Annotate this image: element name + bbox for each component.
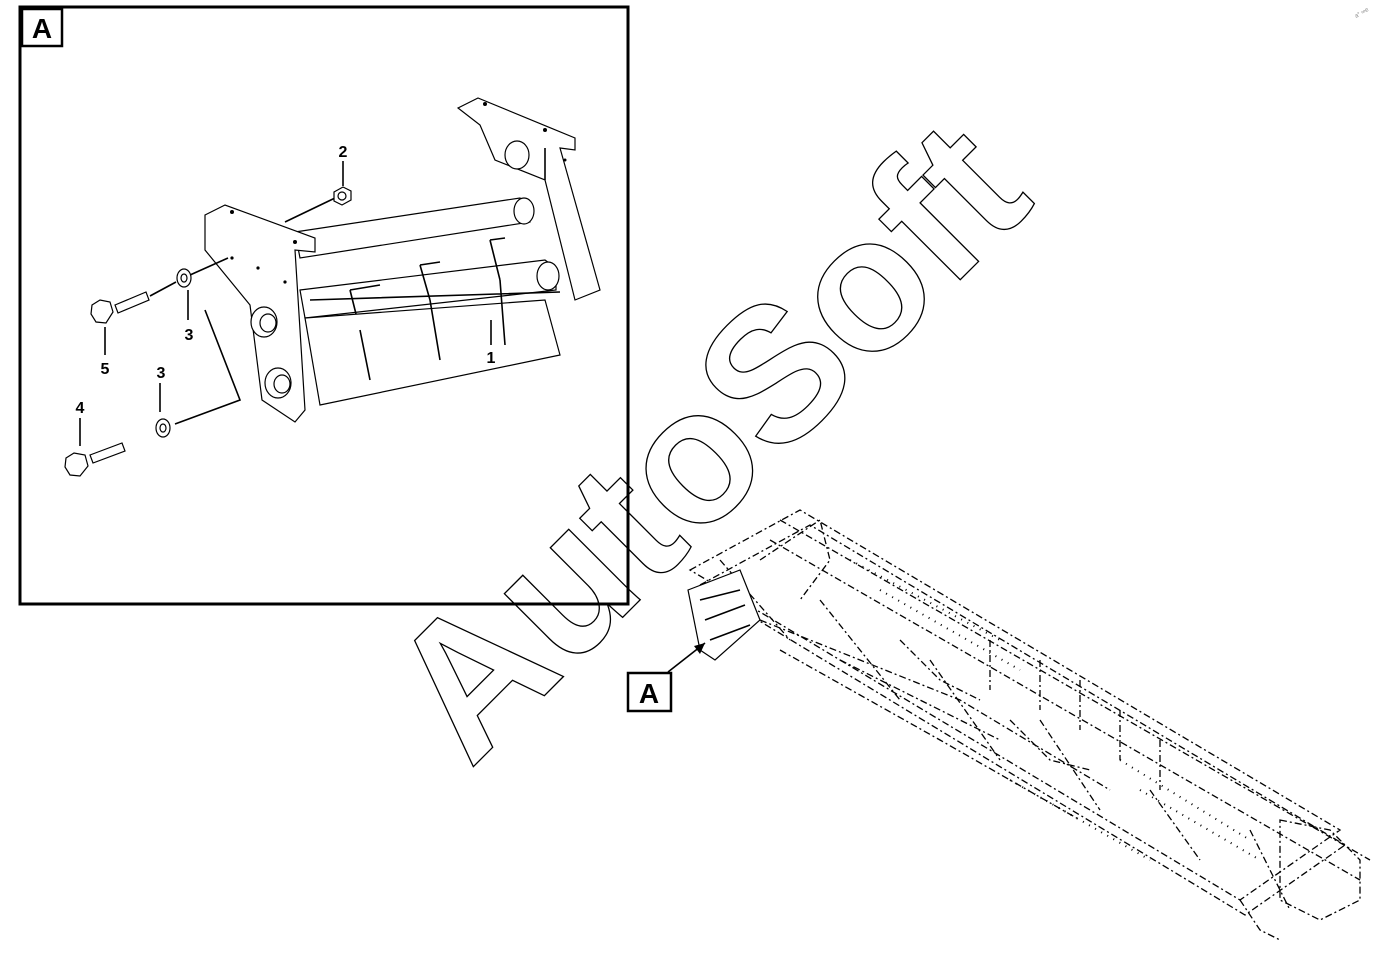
- callout-4: 4: [76, 400, 85, 417]
- callout-3-upper: 3: [185, 327, 194, 344]
- upper-bolt-set: [90, 257, 229, 324]
- view-tag-a: A: [626, 642, 706, 713]
- callout-2: 2: [339, 144, 348, 161]
- lower-bolt-set: [64, 309, 242, 477]
- callout-1: 1: [487, 350, 496, 367]
- nut: [284, 186, 352, 223]
- callout-5: 5: [101, 361, 110, 378]
- bracket-assembly: [204, 97, 601, 423]
- view-tag-box: [626, 671, 673, 713]
- detail-label: A: [32, 13, 52, 44]
- leader-lines: [79, 161, 492, 446]
- view-tag-label: A: [639, 678, 659, 709]
- detail-label-box: [20, 7, 64, 48]
- callout-3-lower: 3: [157, 365, 166, 382]
- chassis-overview: [687, 509, 1371, 941]
- detail-view-a: A: [18, 5, 630, 606]
- corner-mark: a° ∞e: [1354, 7, 1371, 20]
